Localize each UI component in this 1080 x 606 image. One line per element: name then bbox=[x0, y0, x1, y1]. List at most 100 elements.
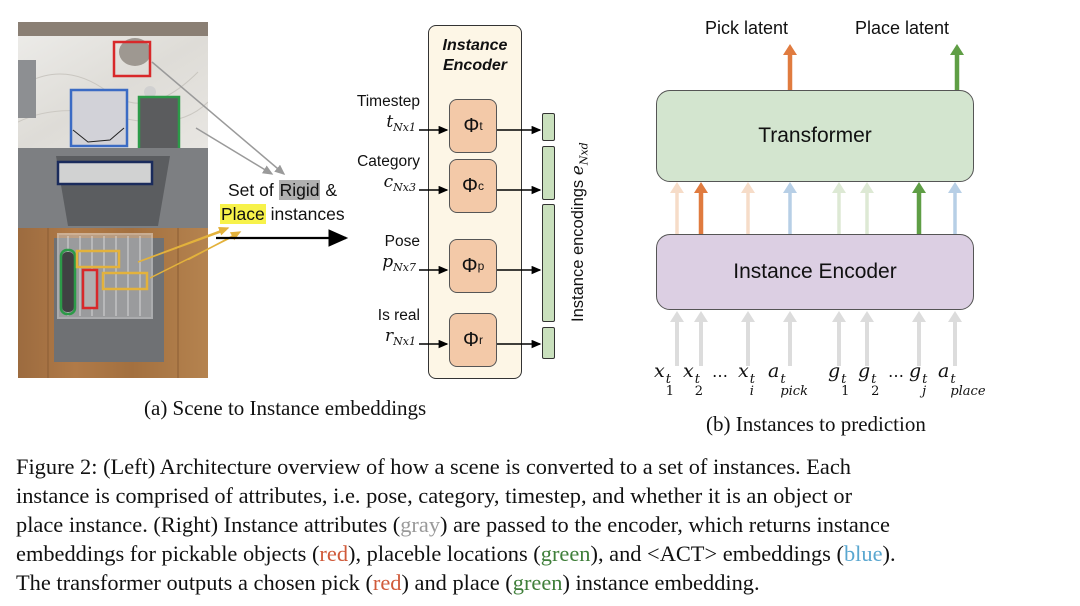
figure-number: Figure 2: bbox=[16, 454, 98, 479]
token-superscript: t bbox=[871, 372, 877, 387]
input-name: Is real bbox=[377, 307, 420, 324]
caption-line-2: instance is comprised of attributes, i.e… bbox=[16, 483, 853, 508]
instance-encoder-label: Instance Encoder bbox=[733, 260, 897, 283]
token-2: … bbox=[712, 362, 728, 381]
embedding-arrow bbox=[670, 182, 684, 234]
phi-subscript: t bbox=[479, 119, 483, 133]
place-highlight: Place bbox=[220, 204, 266, 224]
phi-subscript: r bbox=[478, 333, 483, 347]
caption-text-5a: The transformer outputs a chosen pick ( bbox=[16, 570, 373, 595]
rigid-highlight: Rigid bbox=[278, 180, 321, 200]
caption-text-5c: ) instance embedding. bbox=[562, 570, 760, 595]
input-arrow bbox=[912, 311, 926, 366]
figure-caption: Figure 2: (Left) Architecture overview o… bbox=[16, 452, 1066, 597]
input-symbol-base: r bbox=[385, 326, 394, 346]
token-base: x bbox=[738, 360, 749, 382]
subcaption-a: (a) Scene to Instance embeddings bbox=[144, 396, 427, 420]
sink bbox=[18, 60, 36, 118]
embedding-arrow bbox=[832, 182, 846, 234]
caption-text-4b: ), placeble locations ( bbox=[348, 541, 541, 566]
encoding-bar-c bbox=[542, 146, 555, 200]
input-symbol-base: t bbox=[386, 112, 394, 132]
token-subscript: j bbox=[922, 384, 927, 399]
plate bbox=[71, 90, 127, 146]
input-dims: Nx1 bbox=[393, 335, 416, 349]
label-instances: instances bbox=[265, 204, 345, 224]
arrow-tray-to-rigid bbox=[195, 127, 274, 175]
token-ellipsis: … bbox=[888, 362, 904, 381]
token-base: a bbox=[768, 360, 780, 382]
caption-gray-word: gray bbox=[400, 512, 441, 537]
encoder-title-line1: Instance bbox=[442, 37, 508, 54]
encoder-title-line2: Encoder bbox=[442, 57, 507, 74]
phi-symbol: Φ bbox=[462, 174, 478, 197]
embedding-arrow bbox=[694, 182, 708, 234]
caption-line-4: embeddings for pickable objects (red), p… bbox=[16, 539, 1066, 568]
encoding-bar-p bbox=[542, 204, 555, 322]
embedding-arrow bbox=[948, 182, 962, 234]
input-arrow bbox=[694, 311, 708, 366]
phi-symbol: Φ bbox=[461, 254, 478, 277]
caption-text-3a: place instance. (Right) Instance attribu… bbox=[16, 512, 401, 537]
input-arrow bbox=[832, 311, 846, 366]
input-name: Category bbox=[357, 153, 420, 170]
input-dims: Nx3 bbox=[393, 181, 416, 195]
input-symbol: pNx7 bbox=[382, 252, 420, 278]
cup bbox=[83, 270, 97, 308]
token-base: g bbox=[858, 360, 871, 382]
place-latent-label: Place latent bbox=[855, 18, 950, 38]
encodings-label-text: Instance encodings bbox=[569, 175, 587, 322]
subcaption-b: (b) Instances to prediction bbox=[706, 412, 926, 436]
caption-red-word-2: red bbox=[372, 570, 402, 595]
label-amp: & bbox=[320, 180, 338, 200]
caption-red-word: red bbox=[319, 541, 349, 566]
token-superscript: t bbox=[922, 372, 928, 387]
instance-set-label: Set of Rigid & Place instances bbox=[220, 178, 345, 226]
instance-encoder-block: Instance Encoder bbox=[656, 234, 974, 310]
input-arrow bbox=[741, 311, 755, 366]
place-box-upper-rack bbox=[56, 160, 154, 186]
input-arrow bbox=[948, 311, 962, 366]
token-7: … bbox=[888, 362, 904, 381]
token-subscript: pick bbox=[780, 384, 808, 399]
pick-box-spatula bbox=[59, 248, 77, 316]
tray bbox=[139, 97, 179, 151]
pick-box-bowl bbox=[112, 40, 152, 78]
caption-text-3b: ) are passed to the encoder, which retur… bbox=[440, 512, 890, 537]
token-superscript: t bbox=[841, 372, 847, 387]
input-arrow bbox=[860, 311, 874, 366]
token-base: x bbox=[683, 360, 694, 382]
spatula bbox=[62, 252, 74, 312]
input-dims: Nx1 bbox=[393, 121, 416, 135]
caption-text-5b: ) and place ( bbox=[401, 570, 513, 595]
caption-line-1: Figure 2: (Left) Architecture overview o… bbox=[16, 452, 1066, 481]
token-subscript: 2 bbox=[694, 384, 703, 399]
token-base: g bbox=[909, 360, 922, 382]
token-subscript: place bbox=[950, 384, 986, 399]
encoding-bar-t bbox=[542, 113, 555, 141]
scene-illustration bbox=[17, 22, 209, 378]
token-subscript: 1 bbox=[665, 384, 674, 399]
phi-subscript: c bbox=[477, 179, 484, 193]
token-base: x bbox=[654, 360, 665, 382]
embedding-arrow bbox=[860, 182, 874, 234]
caption-text-4d: ). bbox=[882, 541, 896, 566]
transformer-label: Transformer bbox=[758, 124, 872, 147]
scene-arrows-lower bbox=[137, 229, 349, 279]
caption-text-4c: ), and <ACT> embeddings ( bbox=[590, 541, 844, 566]
token-subscript: i bbox=[749, 384, 754, 399]
place-box-plate bbox=[69, 88, 129, 148]
input-symbol-base: p bbox=[382, 252, 394, 272]
panel-b-arrows bbox=[670, 44, 964, 366]
